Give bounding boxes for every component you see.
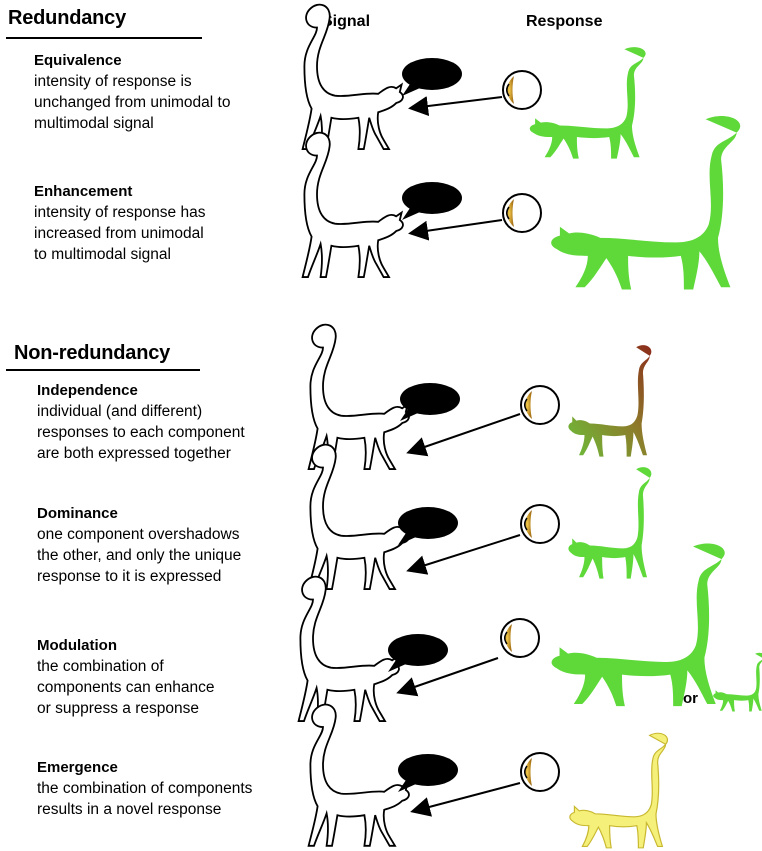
row-enhancement bbox=[303, 116, 741, 289]
row-dominance bbox=[309, 445, 652, 589]
eye-icon bbox=[521, 386, 559, 424]
speech-bubble-icon bbox=[400, 383, 460, 421]
eye-icon bbox=[521, 505, 559, 543]
speech-bubble-icon bbox=[402, 182, 462, 220]
row-equivalence bbox=[303, 5, 646, 159]
arrow-icon bbox=[410, 414, 520, 452]
speech-bubble-icon bbox=[398, 754, 458, 792]
arrow-icon bbox=[412, 97, 502, 108]
eye-icon bbox=[501, 619, 539, 657]
arrow-icon bbox=[410, 535, 520, 570]
eye-icon bbox=[503, 194, 541, 232]
speech-bubble-icon bbox=[402, 58, 462, 96]
lemur-silhouette-icon bbox=[552, 543, 725, 706]
eye-icon bbox=[521, 753, 559, 791]
speech-bubble-icon bbox=[398, 507, 458, 545]
arrow-icon bbox=[412, 220, 502, 233]
lemur-silhouette-icon bbox=[568, 467, 651, 579]
row-emergence bbox=[309, 705, 668, 848]
speech-bubble-icon bbox=[388, 634, 448, 672]
row-independence bbox=[309, 325, 652, 469]
lemur-silhouette-icon bbox=[530, 47, 646, 159]
lemur-outline-icon bbox=[303, 133, 403, 277]
lemur-silhouette-icon bbox=[551, 116, 740, 289]
eye-icon bbox=[503, 71, 541, 109]
lemur-silhouette-icon bbox=[570, 733, 668, 848]
arrow-icon bbox=[414, 783, 520, 811]
lemur-outline-icon bbox=[303, 5, 403, 149]
lemur-outline-icon bbox=[299, 577, 399, 721]
lemur-outline-icon bbox=[309, 705, 409, 846]
lemur-silhouette-small-icon bbox=[713, 653, 762, 712]
lemur-silhouette-icon bbox=[568, 345, 651, 457]
